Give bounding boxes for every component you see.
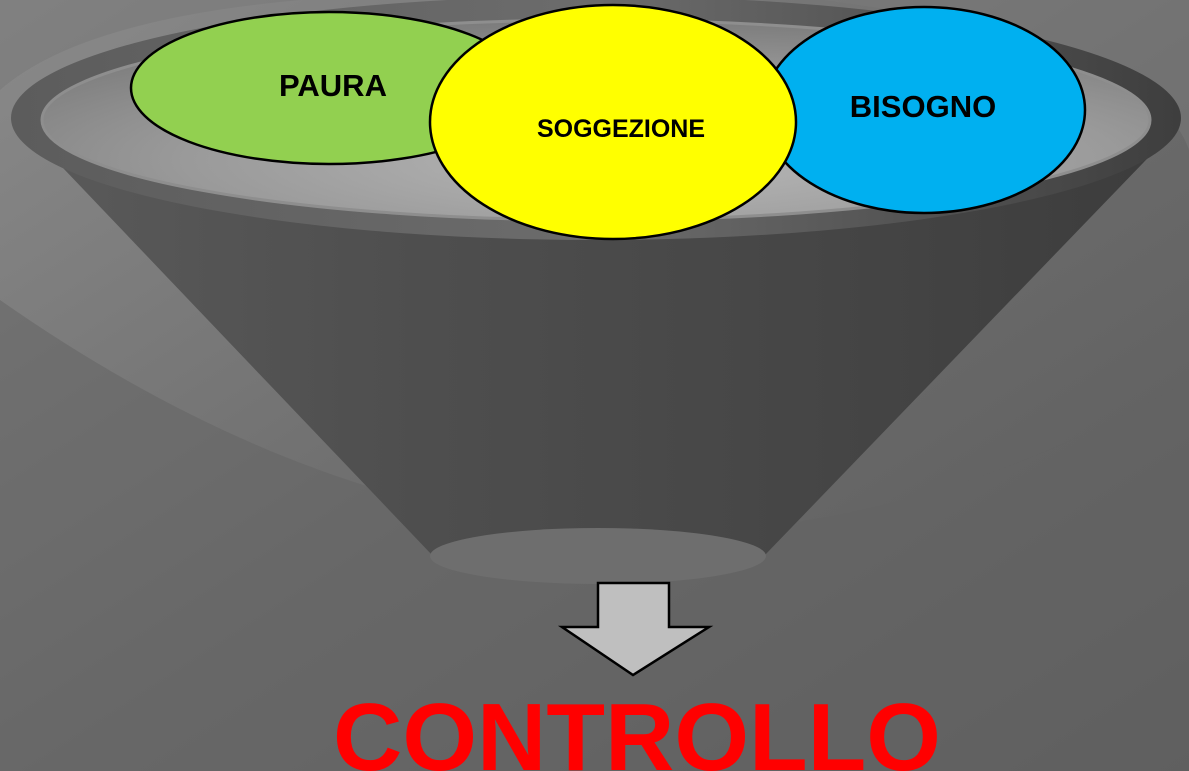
down-arrow-icon — [557, 581, 714, 677]
background-corner — [820, 0, 1189, 150]
soggezione-label: SOGGEZIONE — [537, 115, 705, 143]
bisogno-label: BISOGNO — [850, 89, 996, 124]
input-bisogno: BISOGNO — [761, 5, 1087, 215]
background-corner — [0, 0, 300, 90]
paura-label: PAURA — [279, 68, 387, 103]
funnel-spout — [430, 528, 766, 584]
funnel-body — [22, 125, 1170, 578]
result-label: CONTROLLO — [333, 684, 941, 771]
input-soggezione: SOGGEZIONE — [428, 3, 798, 241]
soggezione-ellipse — [428, 3, 798, 241]
